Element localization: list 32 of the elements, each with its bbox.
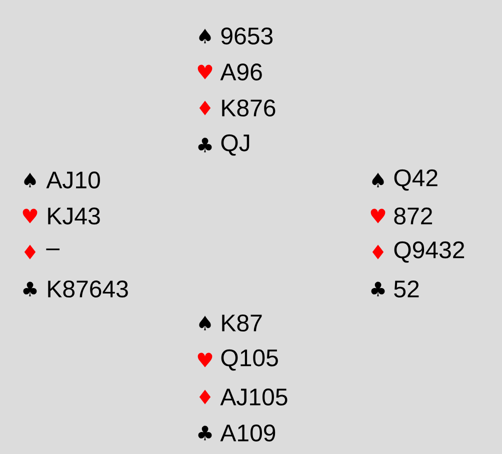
card-holding: A109 — [220, 424, 276, 442]
suit-symbol: ♣ — [23, 282, 37, 296]
card-holding: Q9432 — [394, 241, 464, 263]
card-holding: KJ43 — [48, 208, 100, 224]
card-holding: 52 — [394, 280, 419, 298]
card-holding: K876 — [222, 100, 276, 116]
suit-symbol: ♠ — [24, 172, 36, 188]
card-holding: 872 — [394, 208, 432, 224]
suit-symbol: ♣ — [371, 282, 385, 296]
suit-symbol: ♣ — [198, 426, 212, 440]
suit-symbol: ♠ — [199, 28, 211, 44]
suit-symbol: ♥ — [198, 64, 212, 80]
card-holding: AJ10 — [46, 172, 100, 188]
suit-symbol: ♥ — [198, 352, 212, 368]
card-holding: Q105 — [221, 349, 278, 371]
card-holding: – — [46, 248, 60, 250]
suit-symbol: ♦ — [24, 244, 36, 260]
suit-symbol: ♣ — [198, 138, 212, 152]
suit-symbol: ♥ — [370, 208, 386, 224]
suit-symbol: ♠ — [372, 172, 384, 188]
card-holding: AJ105 — [220, 388, 288, 406]
suit-symbol: ♦ — [372, 244, 384, 260]
card-holding: QJ — [221, 134, 250, 156]
suit-symbol: ♦ — [199, 390, 211, 404]
suit-symbol: ♠ — [199, 316, 211, 330]
card-holding: K87 — [222, 314, 262, 332]
card-holding: Q42 — [394, 169, 438, 191]
card-holding: K87643 — [48, 280, 128, 298]
card-holding: A96 — [220, 64, 262, 80]
card-holding: 9653 — [221, 28, 273, 44]
suit-symbol: ♦ — [199, 100, 211, 116]
suit-symbol: ♥ — [22, 208, 38, 224]
